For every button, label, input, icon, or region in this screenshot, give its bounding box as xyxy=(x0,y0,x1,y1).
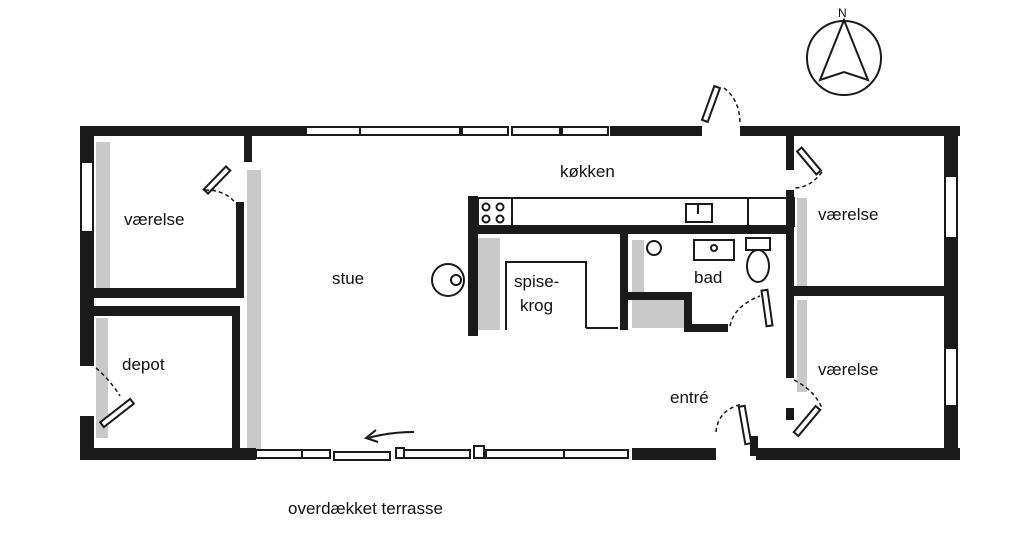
wood-stove-icon xyxy=(431,263,465,297)
room-label-vaerelse-se: værelse xyxy=(818,360,878,379)
room-label-entre: entré xyxy=(670,388,709,407)
room-label-depot: depot xyxy=(122,355,165,374)
room-label-spisekrog-1: spise- xyxy=(514,272,559,291)
sliding-door-arrow-icon xyxy=(363,429,415,443)
kitchen-fixtures xyxy=(477,197,749,227)
interior-walls xyxy=(92,126,946,456)
dining-table xyxy=(505,261,618,330)
bathroom-fixtures xyxy=(646,237,771,283)
room-label-vaerelse-ne: værelse xyxy=(818,205,878,224)
doors xyxy=(95,84,823,446)
room-label-spisekrog-2: krog xyxy=(520,296,553,315)
north-compass-icon: N xyxy=(806,6,882,96)
room-label-bad: bad xyxy=(694,268,722,287)
wall-shading xyxy=(96,142,807,450)
exterior-walls xyxy=(80,126,960,461)
room-label-vaerelse-nw: værelse xyxy=(124,210,184,229)
compass-north-label: N xyxy=(838,6,847,20)
room-label-koekken: køkken xyxy=(560,162,615,181)
room-label-stue: stue xyxy=(332,269,364,288)
terrace-label: overdækket terrasse xyxy=(288,499,443,518)
